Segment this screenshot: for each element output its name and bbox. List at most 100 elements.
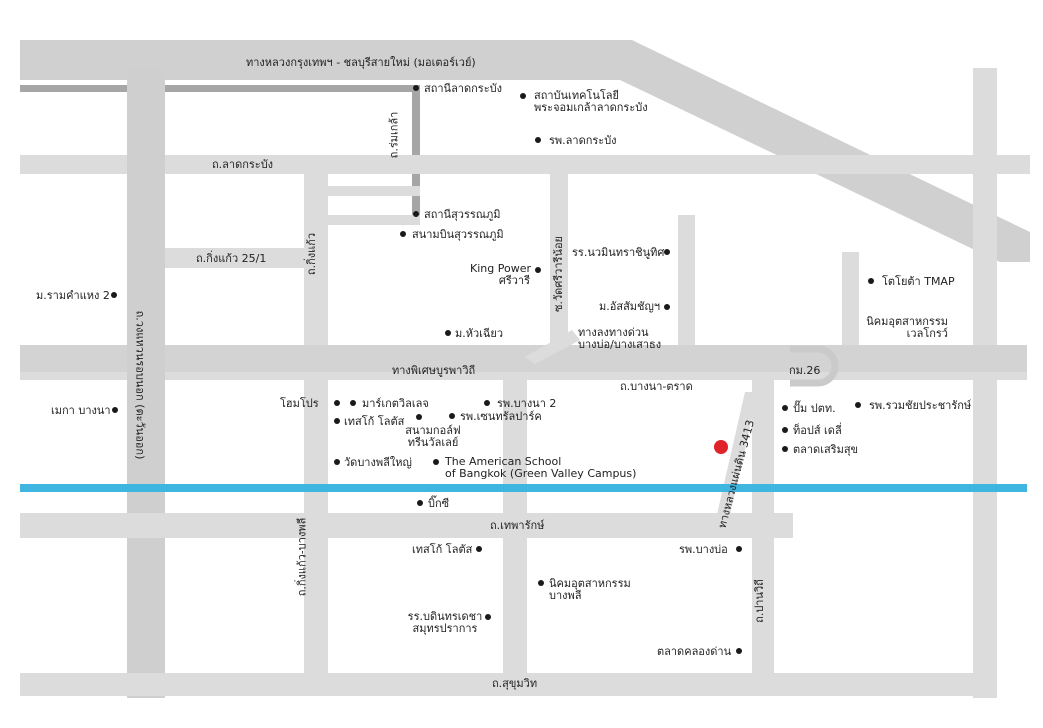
- dot-king-power: [535, 267, 541, 273]
- asb-line1: The American School: [445, 455, 562, 468]
- assumption-university-label: ม.อัสสัมชัญฯ: [599, 300, 661, 313]
- king-kaeo-25-1-road: [165, 248, 305, 268]
- kmitl-line2: พระจอมเกล้าลาดกระบัง: [534, 101, 648, 114]
- suvarnabhumi-airport-label: สนามบินสุวรรณภูมิ: [412, 228, 504, 241]
- expressway-exit-label: ทางลงทางด่วนบางบ่อ/บางเสาธง: [578, 327, 661, 351]
- dot-talat-roem-suk: [782, 446, 788, 452]
- exit-label-line1: ทางลงทางด่วน: [578, 326, 649, 339]
- dot-lat-krabang-station: [413, 85, 419, 91]
- wat-si-waree-road-label: ซ.วัดศรีวารีน้อย: [552, 235, 566, 313]
- velgrow-line1: นิคมอุตสาหกรรม: [866, 315, 948, 328]
- asb-line2: of Bangkok (Green Valley Campus): [445, 467, 637, 480]
- dot-golf-course: [416, 414, 422, 420]
- canal: [20, 484, 1027, 492]
- sukhumvit-road: [20, 673, 997, 696]
- pan-withi-road-label: ถ.ปานวิถี: [752, 579, 766, 623]
- king-kaeo-road-label: ถ.กิ่งแก้ว: [305, 232, 319, 276]
- ruamchai-hospital-label: รพ.รวมชัยประชารักษ์: [869, 399, 972, 412]
- big-c-label: บิ๊กซี: [428, 497, 450, 510]
- rom-klao-road-label: ถ.ร่มเกล้า: [387, 111, 401, 159]
- velgrow-label: นิคมอุตสาหกรรมเวลโกรว์: [860, 316, 948, 340]
- bangphli-industrial-estate-label: นิคมอุตสาหกรรมบางพลี: [549, 578, 631, 602]
- location-marker: [714, 440, 728, 454]
- wat-si-waree-road: [550, 174, 568, 350]
- lat-krabang-road-label: ถ.ลาดกระบัง: [212, 158, 274, 171]
- sukhumvit-road-label: ถ.สุขุมวิท: [492, 677, 538, 690]
- ptt-station-label: ปั๊ม ปตท.: [793, 402, 836, 415]
- navamin-school-label: รร.นวมินทราชินูทิศ: [572, 246, 665, 259]
- bangna2-hospital-label: รพ.บางนา 2: [497, 397, 557, 410]
- dot-ramkhamhaeng-2: [111, 292, 117, 298]
- tesco-lotus-2-label: เทสโก้ โลตัส: [412, 543, 473, 556]
- wat-bang-phli-label: วัดบางพลีใหญ่: [344, 456, 412, 469]
- dot-big-c: [417, 500, 423, 506]
- dot-tops-daily: [782, 427, 788, 433]
- dot-hua-chiew: [445, 330, 451, 336]
- dot-bangna2-hospital: [484, 400, 490, 406]
- dot-tesco-lotus-1: [334, 418, 340, 424]
- central-park-hospital-label: รพ.เซนทรัลปาร์ค: [460, 410, 542, 423]
- exit-label-line2: บางบ่อ/บางเสาธง: [578, 338, 662, 351]
- dot-toyota-tmap: [868, 278, 874, 284]
- bodindecha-line1: รร.บดินทรเดชา: [407, 610, 483, 623]
- dot-bang-bo-hospital: [736, 546, 742, 552]
- ramkhamhaeng-2-label: ม.รามคำแหง 2: [36, 289, 110, 302]
- bangna-trat-road-label: ถ.บางนา-ตราด: [620, 380, 693, 393]
- tops-daily-label: ท็อปส์ เดลี่: [793, 424, 842, 437]
- king-kaeo-road: [304, 174, 328, 350]
- dot-suvarnabhumi-airport: [400, 231, 406, 237]
- velgrow-line2: เวลโกรว์: [906, 327, 948, 340]
- bangphli-ie-line1: นิคมอุตสาหกรรม: [549, 577, 631, 590]
- dot-homepro: [334, 400, 340, 406]
- km26-label: กม.26: [789, 364, 821, 377]
- bodindecha-line2: สมุทรปราการ: [412, 622, 478, 635]
- dot-kmitl: [520, 93, 526, 99]
- lat-krabang-station-label: สถานีลาดกระบัง: [424, 82, 502, 95]
- rail-line-vertical: [412, 85, 420, 215]
- lat-krabang-road: [20, 155, 1030, 174]
- dot-ruamchai-hospital: [855, 402, 861, 408]
- bangna-trat-road: [20, 372, 1027, 380]
- dot-bodindecha: [485, 614, 491, 620]
- highway-3413-road: [713, 392, 758, 532]
- thepharak-road-label: ถ.เทพารักษ์: [490, 519, 545, 532]
- lat-krabang-hospital-label: รพ.ลาดกระบัง: [549, 134, 617, 147]
- velgrow-road: [842, 252, 859, 350]
- thepharak-road: [20, 513, 793, 538]
- dot-bangphli-industrial-estate: [538, 580, 544, 586]
- expressway-exit-ramp: [525, 330, 580, 364]
- talat-roem-suk-label: ตลาดเสริมสุข: [793, 443, 859, 456]
- dot-tesco-lotus-2: [476, 546, 482, 552]
- dot-navamin-school: [664, 249, 670, 255]
- km26-uturn-loop: [790, 345, 839, 387]
- bodindecha-label: รร.บดินทรเดชาสมุทรปราการ: [404, 611, 486, 635]
- outer-ring-road-label: ถ.วงแหวนรอบนอก (ตะวันออก): [133, 310, 147, 460]
- phiset-burapha-road-label: ทางพิเศษบูรพาวิถี: [392, 364, 476, 377]
- kmitl-line1: สถาบันเทคโนโลยี: [534, 89, 619, 102]
- bangphli-ie-line2: บางพลี: [549, 589, 582, 602]
- suvarnabhumi-station-label: สถานีสุวรรณภูมิ: [424, 208, 501, 221]
- dot-khlong-dan-market: [736, 648, 742, 654]
- khlong-dan-market-label: ตลาดคลองด่าน: [657, 645, 732, 658]
- dot-assumption-university: [664, 304, 670, 310]
- dot-market-village: [350, 400, 356, 406]
- hua-chiew-label: ม.หัวเฉียว: [455, 327, 504, 340]
- east-edge-road: [973, 68, 997, 698]
- navamin-road: [678, 215, 695, 350]
- golf-line1: สนามกอล์ฟ: [405, 424, 461, 437]
- king-power-line1: King Power: [470, 262, 531, 275]
- golf-line2: ทรีนวัลเลย์: [407, 436, 459, 449]
- dot-wat-bang-phli: [334, 459, 340, 465]
- market-village-label: มาร์เกตวิลเลจ: [362, 397, 429, 410]
- motorway-road: [20, 40, 1030, 262]
- airport-road-upper: [328, 186, 420, 196]
- golf-course-label: สนามกอล์ฟทรีนวัลเลย์: [396, 425, 470, 449]
- king-kaeo-25-1-road-label: ถ.กิ่งแก้ว 25/1: [196, 252, 267, 265]
- king-kaeo-bang-phli-road-label: ถ.กิ่งแก้ว-บางพลี: [295, 517, 309, 597]
- dot-lat-krabang-hospital: [535, 137, 541, 143]
- toyota-tmap-label: โตโยต้า TMAP: [882, 275, 955, 288]
- airport-road-lower: [328, 215, 420, 225]
